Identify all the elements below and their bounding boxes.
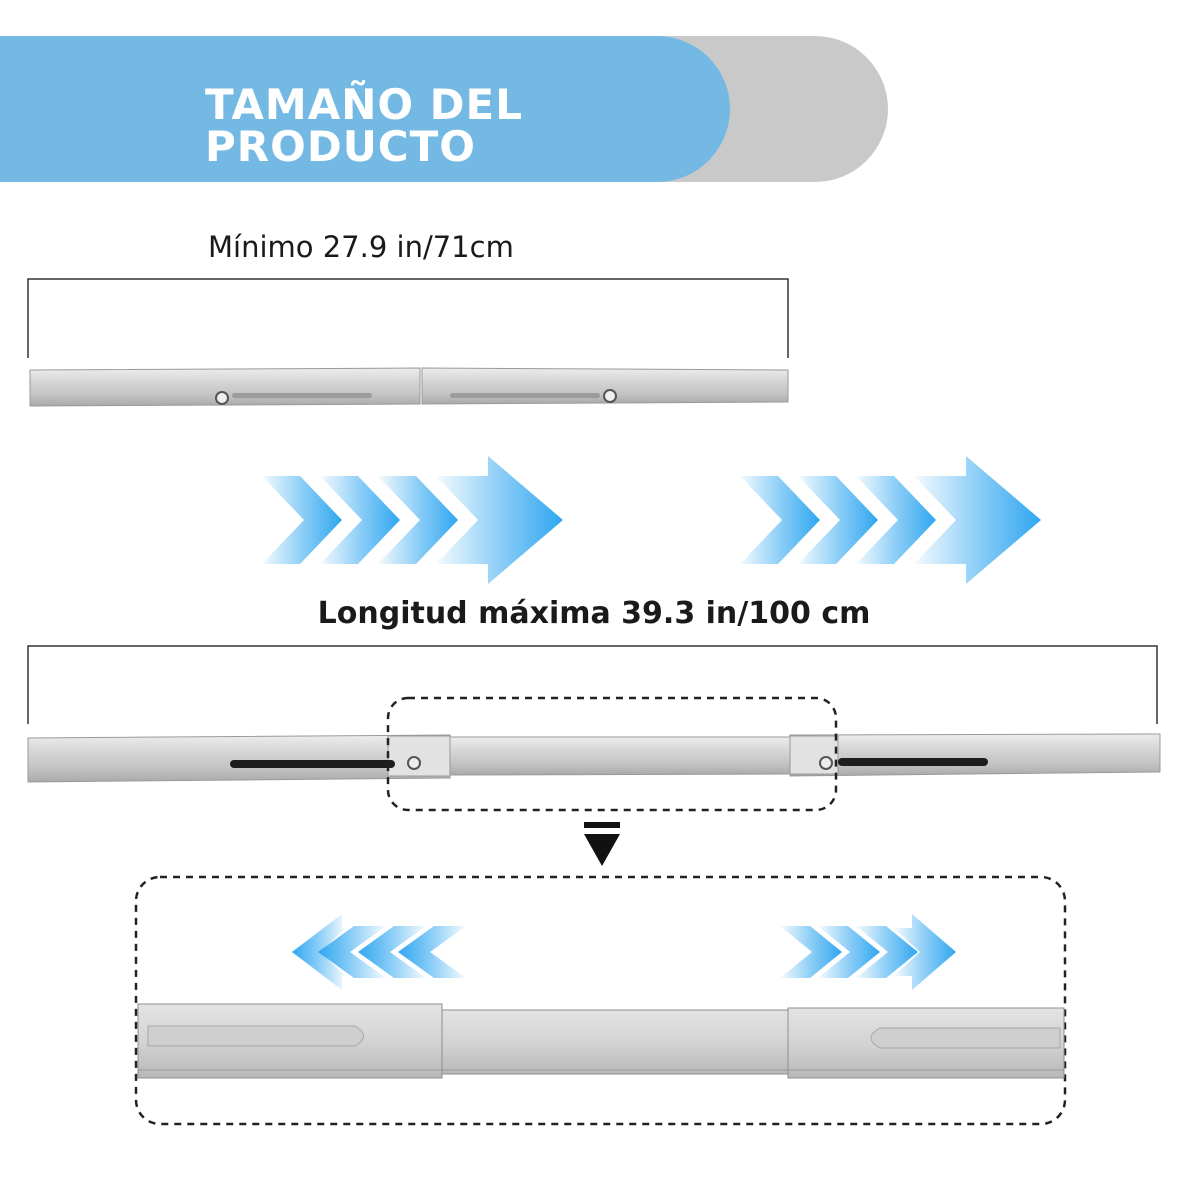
right-arrows-icon (740, 456, 1041, 584)
max-dimension-bracket (27, 645, 1158, 724)
min-length-rod (29, 367, 789, 407)
left-arrows-icon (292, 914, 466, 990)
zoomed-rod-detail (137, 1003, 1065, 1079)
max-length-rod (27, 733, 1161, 783)
title-banner (0, 36, 730, 182)
right-arrows-icon (262, 456, 563, 584)
max-length-label: Longitud máxima 39.3 in/100 cm (317, 596, 871, 631)
bolt-icon (407, 756, 421, 770)
bolt-icon (603, 389, 617, 403)
min-dimension-bracket (27, 278, 789, 358)
title-line-2: PRODUCTO (205, 122, 476, 171)
min-length-label: Mínimo 27.9 in/71cm (208, 230, 514, 264)
detail-focus-box (386, 696, 838, 812)
down-triangle-icon (584, 822, 620, 866)
detail-zoom-box (134, 875, 1067, 1126)
title-line-1: TAMAÑO DEL (205, 80, 523, 129)
bolt-icon (215, 391, 229, 405)
page-title: TAMAÑO DEL PRODUCTO (205, 84, 523, 168)
right-arrows-icon (780, 914, 956, 990)
bolt-icon (819, 756, 833, 770)
